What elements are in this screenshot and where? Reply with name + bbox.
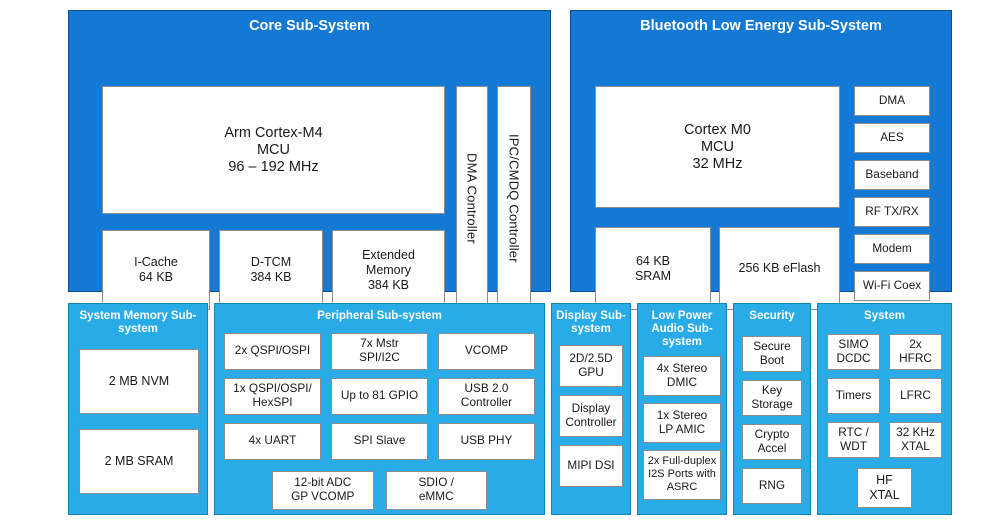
- system-memory-subsystem-body: 2 MB NVM 2 MB SRAM: [69, 341, 207, 514]
- system-memory-nvm-block: 2 MB NVM: [79, 348, 199, 414]
- peripheral-block-4: 1x QSPI/OSPI/ HexSPI: [224, 377, 321, 415]
- system-memory-subsystem-panel: System Memory Sub-system 2 MB NVM 2 MB S…: [68, 303, 208, 515]
- display-block-3: MIPI DSI: [559, 444, 623, 487]
- ble-block-1: DMA: [854, 86, 930, 117]
- ble-subsystem-body: Cortex M0 MCU 32 MHz 64 KB SRAM 256 KB e…: [571, 40, 951, 311]
- system-block-2: 2x HFRC: [889, 333, 942, 370]
- system-subsystem-title: System: [864, 310, 905, 322]
- ble-subsystem-title: Bluetooth Low Energy Sub-System: [640, 18, 882, 34]
- security-block-1: Secure Boot: [742, 335, 802, 372]
- peripheral-block-3: VCOMP: [438, 332, 535, 370]
- core-icache-block: I-Cache 64 KB: [102, 230, 210, 311]
- peripheral-block-7: 4x UART: [224, 422, 321, 460]
- peripheral-subsystem-body: 2x QSPI/OSPI 7x Mstr SPI/I2C VCOMP 1x QSPI/…: [215, 328, 544, 514]
- audio-block-1: 4x Stereo DMIC: [643, 355, 721, 396]
- peripheral-block-1: 2x QSPI/OSPI: [224, 332, 321, 370]
- ble-block-3: Baseband: [854, 160, 930, 191]
- peripheral-block-5: Up to 81 GPIO: [331, 377, 428, 415]
- core-extended-memory-block: Extended Memory 384 KB: [332, 230, 445, 311]
- system-block-4: LFRC: [889, 377, 942, 414]
- ble-subsystem-panel: Bluetooth Low Energy Sub-System Cortex M…: [570, 10, 952, 311]
- core-subsystem-body: Arm Cortex-M4 MCU 96 – 192 MHz I-Cache 6…: [69, 40, 550, 311]
- ble-eflash-block: 256 KB eFlash: [719, 227, 840, 311]
- system-hf-xtal-row: HF XTAL: [827, 467, 942, 508]
- core-subsystem-title: Core Sub-System: [249, 18, 370, 34]
- peripheral-block-last-2: SDIO / eMMC: [385, 470, 487, 510]
- peripheral-last-row: 12-bit ADC GP VCOMP SDIO / eMMC: [224, 470, 535, 510]
- system-block-5: RTC / WDT: [827, 421, 880, 458]
- system-hf-xtal-block: HF XTAL: [857, 467, 912, 508]
- display-block-2: Display Controller: [559, 394, 623, 437]
- audio-block-3: 2x Full-duplex I2S Ports with ASRC: [643, 449, 721, 500]
- system-memory-subsystem-title: System Memory Sub-system: [79, 310, 197, 335]
- core-mcu-block: Arm Cortex-M4 MCU 96 – 192 MHz: [102, 86, 445, 215]
- security-block-4: RNG: [742, 467, 802, 504]
- system-block-6: 32 KHz XTAL: [889, 421, 942, 458]
- security-block-2: Key Storage: [742, 379, 802, 416]
- system-memory-sram-block: 2 MB SRAM: [79, 428, 199, 494]
- ble-block-4: RF TX/RX: [854, 197, 930, 228]
- peripheral-block-grid: 2x QSPI/OSPI 7x Mstr SPI/I2C VCOMP 1x QSPI/…: [224, 332, 535, 460]
- peripheral-block-9: USB PHY: [438, 422, 535, 460]
- audio-subsystem-panel: Low Power Audio Sub-system 4x Stereo DMI…: [637, 303, 727, 515]
- core-ipc-cmdq-controller-block: IPC/CMDQ Controller: [497, 86, 531, 311]
- ble-block-5: Modem: [854, 234, 930, 265]
- display-subsystem-title: Display Sub-system: [556, 310, 626, 335]
- display-subsystem-panel: Display Sub-system 2D/2.5D GPU Display Co…: [551, 303, 631, 515]
- audio-block-column: 4x Stereo DMIC 1x Stereo LP AMIC 2x Full-d…: [643, 355, 721, 507]
- core-dma-controller-block: DMA Controller: [456, 86, 488, 311]
- display-block-1: 2D/2.5D GPU: [559, 344, 623, 387]
- peripheral-subsystem-panel: Peripheral Sub-system 2x QSPI/OSPI 7x Mst…: [214, 303, 545, 515]
- security-block-3: Crypto Accel: [742, 423, 802, 460]
- ble-mcu-block: Cortex M0 MCU 32 MHz: [595, 86, 840, 209]
- peripheral-block-8: SPI Slave: [331, 422, 428, 460]
- peripheral-block-6: USB 2.0 Controller: [438, 377, 535, 415]
- ble-block-6: Wi-Fi Coex: [854, 271, 930, 302]
- peripheral-subsystem-title: Peripheral Sub-system: [317, 310, 442, 322]
- security-subsystem-title: Security: [749, 310, 795, 322]
- audio-subsystem-body: 4x Stereo DMIC 1x Stereo LP AMIC 2x Full-d…: [638, 354, 726, 514]
- ble-sram-block: 64 KB SRAM: [595, 227, 711, 311]
- ble-block-2: AES: [854, 123, 930, 154]
- system-block-1: SIMO DCDC: [827, 333, 880, 370]
- peripheral-block-2: 7x Mstr SPI/I2C: [331, 332, 428, 370]
- peripheral-block-last-1: 12-bit ADC GP VCOMP: [272, 470, 374, 510]
- core-dtcm-block: D-TCM 384 KB: [219, 230, 323, 311]
- audio-block-2: 1x Stereo LP AMIC: [643, 402, 721, 443]
- core-subsystem-panel: Core Sub-System Arm Cortex-M4 MCU 96 – 1…: [68, 10, 551, 311]
- core-dma-controller-label: DMA Controller: [464, 152, 480, 244]
- core-ipc-cmdq-controller-label: IPC/CMDQ Controller: [506, 133, 522, 263]
- audio-subsystem-title: Low Power Audio Sub-system: [651, 310, 713, 348]
- system-block-3: Timers: [827, 377, 880, 414]
